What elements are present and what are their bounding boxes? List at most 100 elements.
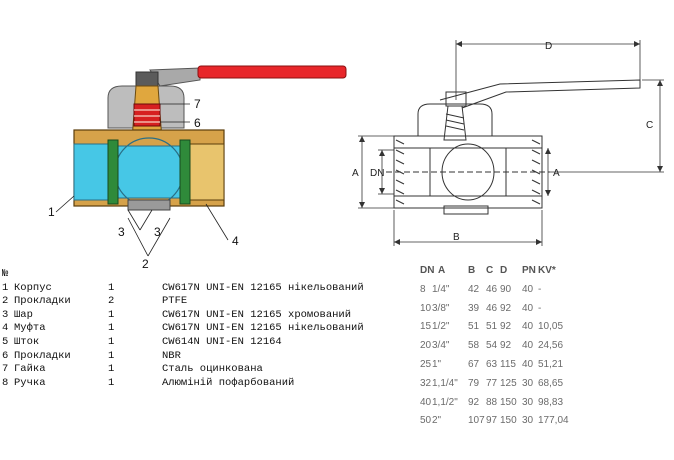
dims-cell: 88 [486, 396, 498, 408]
part-material: CW617N UNI-EN 12165 хромований [162, 308, 352, 321]
left-thread [73, 143, 109, 201]
part-qty: 1 [108, 322, 115, 335]
part-qty: 1 [108, 335, 115, 348]
dims-cell: 40 [522, 358, 534, 370]
part-name: Прокладки [14, 349, 71, 362]
dims-cell: 107 [468, 415, 485, 427]
dims-cell: 68,65 [538, 377, 564, 389]
callout-2: 2 [142, 257, 149, 271]
dims-cell: 79 [468, 377, 480, 389]
dims-cell: 25 [420, 358, 432, 370]
dims-cell: 92 [500, 321, 512, 333]
dims-cell: 54 [486, 340, 498, 352]
bottom-plug [127, 199, 171, 211]
dims-cell: 77 [486, 377, 498, 389]
dims-cell: 2" [432, 415, 442, 427]
dims-cell: 1/4" [432, 283, 450, 295]
part-material: CW617N UNI-EN 12165 нікельований [162, 281, 364, 294]
part-material: NBR [162, 349, 181, 362]
part-no: 8 [2, 376, 9, 389]
dim-label-a-right: A [553, 168, 560, 179]
part-qty: 1 [108, 281, 115, 294]
dims-cell: 46 [486, 283, 498, 295]
dims-cell: 150 [500, 415, 517, 427]
dims-cell: 92 [500, 340, 512, 352]
stem-spring [133, 103, 161, 127]
callout-3b: 3 [154, 225, 161, 239]
part-material: CW614N UNI-EN 12164 [162, 335, 282, 348]
dims-header-kv: KV* [538, 265, 556, 276]
part-name: Ручка [14, 376, 46, 389]
part-qty: 2 [108, 295, 115, 308]
dims-cell: 40 [522, 302, 534, 314]
part-no: 1 [2, 281, 9, 294]
callout-4: 4 [232, 234, 239, 248]
dims-cell: 30 [522, 377, 534, 389]
part-name: Корпус [14, 281, 52, 294]
dims-cell: 51,21 [538, 358, 564, 370]
stem-nut [135, 71, 159, 87]
bore [107, 145, 191, 199]
part-name: Муфта [14, 322, 46, 335]
dims-cell: 30 [522, 415, 534, 427]
dims-cell: 1/2" [432, 321, 450, 333]
seat-left [107, 139, 119, 205]
dims-cell: 8 [420, 283, 426, 295]
callout-3a: 3 [118, 225, 125, 239]
dims-cell: 42 [468, 283, 480, 295]
right-thread [189, 143, 225, 201]
dims-cell: 150 [500, 396, 517, 408]
dims-cell: 40 [522, 283, 534, 295]
dims-cell: 51 [468, 321, 480, 333]
dims-cell: 177,04 [538, 415, 569, 427]
dimension-arrows [359, 41, 663, 245]
dims-header-d: D [500, 265, 508, 276]
dims-cell: 32 [420, 377, 432, 389]
callout-7: 7 [194, 97, 201, 111]
dim-label-a-left: A [352, 168, 359, 179]
part-name: Шар [14, 308, 33, 321]
dims-cell: 15 [420, 321, 432, 333]
dims-cell: 1,1/4" [432, 377, 458, 389]
part-qty: 1 [108, 363, 115, 376]
dims-cell: 40 [522, 321, 534, 333]
dims-cell: - [538, 283, 542, 295]
dims-cell: 30 [522, 396, 534, 408]
dims-header-pn: PN [522, 265, 536, 276]
dims-cell: 50 [420, 415, 432, 427]
dims-cell: 63 [486, 358, 498, 370]
dims-cell: 97 [486, 415, 498, 427]
dim-label-d: D [545, 41, 552, 52]
dims-cell: 1,1/2" [432, 396, 458, 408]
dims-cell: 20 [420, 340, 432, 352]
dims-cell: 39 [468, 302, 480, 314]
seat-right [179, 139, 191, 205]
dims-cell: 46 [486, 302, 498, 314]
dimension-lines [358, 40, 664, 246]
dims-cell: 67 [468, 358, 480, 370]
valve-cutaway: 1 2 3 3 4 6 7 [48, 65, 347, 271]
dims-cell: 90 [500, 283, 512, 295]
part-qty: 1 [108, 349, 115, 362]
dims-cell: 115 [500, 358, 516, 370]
part-no: 7 [2, 363, 9, 376]
dims-cell: 3/4" [432, 340, 450, 352]
part-name: Прокладки [14, 295, 71, 308]
dims-cell: 40 [420, 396, 432, 408]
callout-1: 1 [48, 205, 55, 219]
dims-cell: 40 [522, 340, 534, 352]
dims-header-dn: DN [420, 265, 435, 276]
dims-cell: 10 [420, 302, 432, 314]
callout-6: 6 [194, 116, 201, 130]
valve-dimension-drawing [386, 79, 641, 215]
dims-header-a: A [438, 265, 446, 276]
part-name: Гайка [14, 363, 46, 376]
dims-cell: 3/8" [432, 302, 450, 314]
dims-cell: 98,83 [538, 396, 564, 408]
part-no: 6 [2, 349, 9, 362]
dims-header-b: B [468, 265, 476, 276]
dim-label-b: B [453, 232, 460, 243]
dims-cell: 92 [468, 396, 480, 408]
part-no: 5 [2, 335, 9, 348]
